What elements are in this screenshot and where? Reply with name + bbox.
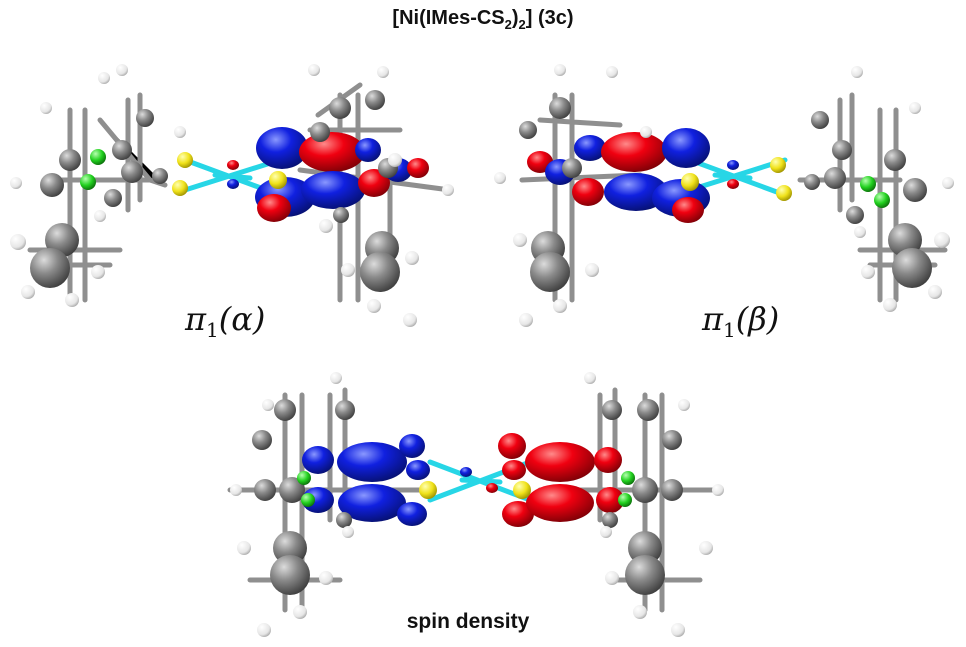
nickel-sulfur-bonds xyxy=(687,157,788,198)
panel-label-pi1-alpha: π1(α) xyxy=(184,300,265,342)
orbital-lobes xyxy=(302,433,624,527)
molecule-spin-density xyxy=(227,372,724,637)
spin-density-caption: spin density xyxy=(407,610,530,633)
orbital-lobes xyxy=(527,128,739,223)
molecule-pi1-beta xyxy=(494,64,954,327)
figure-title: [Ni(IMes-CS2)2] (3c) xyxy=(392,7,573,32)
atoms xyxy=(230,372,724,637)
panel-label-pi1-beta: π1(β) xyxy=(701,300,779,342)
molecule-pi1-alpha xyxy=(10,64,454,327)
atoms xyxy=(10,64,454,327)
atoms xyxy=(494,64,954,327)
orbital-lobes xyxy=(227,127,429,222)
